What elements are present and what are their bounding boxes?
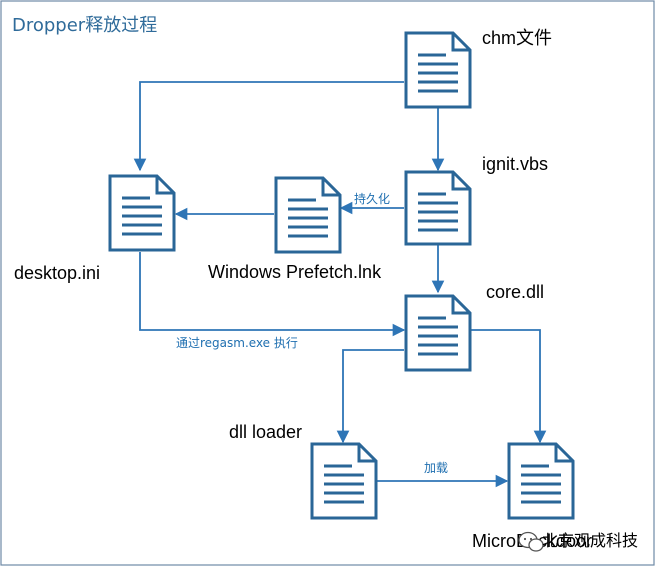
node-label-desktop: desktop.ini [14,263,100,283]
document-icon [404,294,472,372]
node-label-chm: chm文件 [482,28,552,48]
diagram-title: Dropper释放过程 [12,15,157,36]
document-icon [274,176,342,254]
edge-label-persist: 持久化 [354,191,390,206]
node-label-prefetch: Windows Prefetch.lnk [208,262,382,282]
edge-label-regasm: 通过regasm.exe 执行 [176,336,298,350]
wechat-icon [518,531,544,552]
edge-label-load: 加载 [424,461,448,475]
document-icon [108,174,176,252]
edge-core-to-loader [336,349,404,444]
node-label-loader: dll loader [229,422,302,442]
node-prefetch: Windows Prefetch.lnk [208,176,382,282]
node-chm: chm文件 [404,28,552,109]
document-icon [404,170,472,246]
node-label-ignit: ignit.vbs [482,154,548,174]
document-icon [404,31,472,109]
document-icon [507,442,575,520]
watermark-text: 北京观成科技 [542,531,638,550]
watermark: 北京观成科技 [518,531,638,552]
node-desktop: desktop.ini [14,174,176,283]
node-label-core: core.dll [486,282,544,302]
node-ignit: ignit.vbs [404,154,548,246]
edge-desktop-to-core [139,252,406,337]
node-core: core.dll [404,282,544,372]
edge-core-to-micro [470,329,547,444]
document-icon [310,442,378,520]
node-loader: dll loader [229,422,378,520]
edge-chm-to-desktop [133,81,404,172]
